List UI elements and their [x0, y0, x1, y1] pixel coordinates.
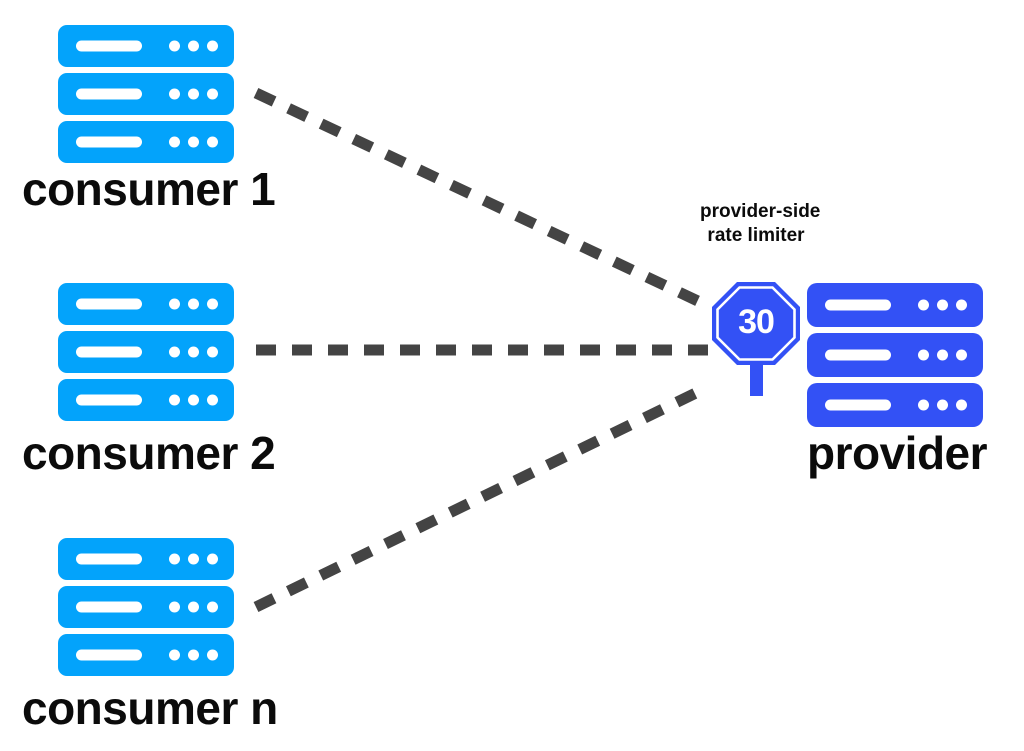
server-slot-indicator	[76, 649, 142, 661]
server-slot-indicator	[76, 298, 142, 310]
server-status-dots	[169, 553, 218, 565]
server-bar	[58, 586, 234, 628]
server-slot-indicator	[76, 136, 142, 148]
consumer-2-label: consumer 2	[22, 427, 276, 479]
server-bar	[58, 538, 234, 580]
server-status-dots	[169, 136, 218, 148]
rate-limiter-caption-line-1: provider-side	[700, 201, 821, 222]
server-status-dots	[169, 649, 218, 661]
server-bar	[58, 25, 234, 67]
server-slot-indicator	[76, 553, 142, 565]
server-status-dots	[918, 399, 967, 411]
server-bar	[58, 283, 234, 325]
rate-limiter-caption: provider-side rate limiter	[700, 200, 821, 248]
server-slot-indicator	[76, 601, 142, 613]
consumer-1-label: consumer 1	[22, 163, 276, 215]
server-bar	[807, 333, 983, 377]
server-bar	[58, 73, 234, 115]
provider-label: provider	[807, 427, 988, 479]
rate-limiter-node: provider-side rate limiter 30	[700, 200, 821, 400]
server-status-dots	[918, 299, 967, 311]
server-bar	[58, 121, 234, 163]
consumer-2-server-icon	[58, 283, 234, 421]
server-slot-indicator	[825, 299, 891, 311]
server-status-dots	[169, 346, 218, 358]
server-status-dots	[169, 40, 218, 52]
provider-server-icon	[807, 283, 983, 427]
server-bar	[58, 379, 234, 421]
consumer-1-server-icon	[58, 25, 234, 163]
rate-limiter-caption-line-2: rate limiter	[707, 224, 805, 246]
wire-consumer-n	[253, 385, 705, 612]
server-bar	[807, 383, 983, 427]
server-status-dots	[169, 601, 218, 613]
consumer-n-label: consumer n	[22, 682, 278, 734]
server-slot-indicator	[76, 40, 142, 52]
server-slot-indicator	[76, 394, 142, 406]
server-slot-indicator	[825, 349, 891, 361]
wire-consumer-1	[253, 88, 703, 307]
server-status-dots	[918, 349, 967, 361]
server-slot-indicator	[76, 346, 142, 358]
server-status-dots	[169, 88, 218, 100]
server-status-dots	[169, 298, 218, 310]
consumer-n-server-icon	[58, 538, 234, 676]
server-bar	[58, 634, 234, 676]
server-slot-indicator	[76, 88, 142, 100]
server-slot-indicator	[825, 399, 891, 411]
server-bar	[58, 331, 234, 373]
stop-sign-icon	[712, 282, 800, 396]
server-status-dots	[169, 394, 218, 406]
server-bar	[807, 283, 983, 327]
